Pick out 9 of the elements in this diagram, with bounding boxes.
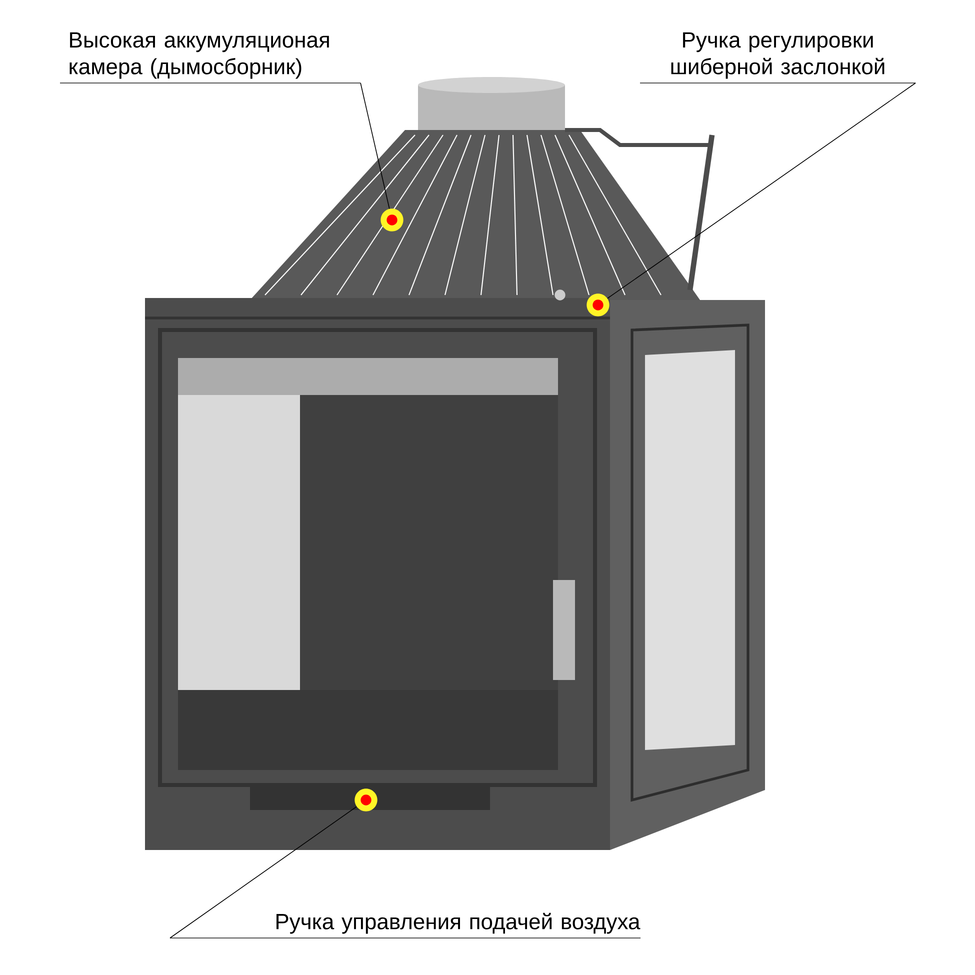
leader-line — [607, 82, 916, 299]
leader-line — [170, 806, 357, 938]
marker-dot — [380, 208, 404, 232]
callout-text: Ручка регулировки шиберной заслонкой — [640, 32, 916, 84]
callout-text: Ручка управления подачей воздуха — [170, 912, 641, 939]
marker-dot — [354, 788, 378, 812]
callout-text: Высокая аккумуляционая камера (дымосборник) — [60, 32, 361, 84]
leader-line — [360, 82, 390, 210]
marker-dot — [586, 294, 610, 316]
